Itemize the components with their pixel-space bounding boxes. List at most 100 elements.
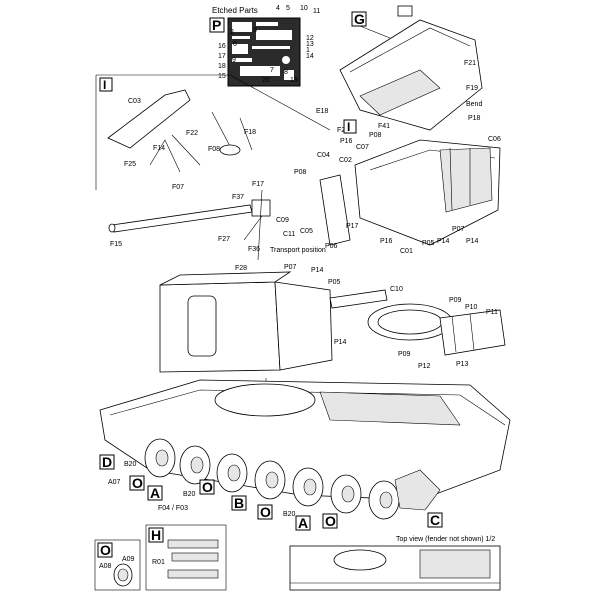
key-h-box bbox=[148, 527, 164, 543]
key-a: A bbox=[150, 485, 160, 501]
track-links bbox=[167, 539, 219, 549]
key-b-box bbox=[231, 495, 247, 511]
travel-lock bbox=[257, 189, 263, 261]
etched-number: 14 bbox=[306, 53, 314, 60]
key-b: B bbox=[234, 495, 244, 511]
key-i-box bbox=[343, 119, 357, 134]
part-label: B20 bbox=[124, 461, 137, 468]
key-a: A bbox=[298, 515, 308, 531]
part-label: C03 bbox=[128, 98, 141, 105]
etched-number: 13 bbox=[306, 41, 314, 48]
part-label: P09 bbox=[449, 297, 462, 304]
etched-number: 17 bbox=[218, 53, 226, 60]
etched-number: 2 bbox=[230, 29, 234, 36]
part-label: F08 bbox=[208, 146, 220, 153]
key-d-box bbox=[99, 454, 115, 470]
etched-piece bbox=[232, 58, 252, 62]
top-view-caption: Top view (fender not shown) 1/2 bbox=[396, 536, 495, 543]
key-o: O bbox=[325, 513, 336, 529]
key-c-box bbox=[427, 512, 443, 528]
key-d: D bbox=[102, 454, 112, 470]
part-label: C01 bbox=[400, 248, 413, 255]
part-label: P14 bbox=[437, 238, 450, 245]
part-label: P08 bbox=[294, 169, 307, 176]
transport-label: Transport position bbox=[270, 247, 326, 254]
etched-piece bbox=[256, 30, 292, 40]
part-label: F41 bbox=[378, 123, 390, 130]
key-i: I bbox=[103, 78, 106, 92]
part-label: P12 bbox=[418, 363, 431, 370]
part-label: A09 bbox=[122, 556, 135, 563]
part-label: R01 bbox=[152, 559, 165, 566]
hull-assembly bbox=[99, 379, 511, 520]
etched-number: 6 bbox=[233, 41, 237, 48]
key-o: O bbox=[260, 504, 271, 520]
rod bbox=[239, 117, 253, 151]
part-label: C09 bbox=[276, 217, 289, 224]
part-label: C10 bbox=[390, 286, 403, 293]
part-label: F25 bbox=[124, 161, 136, 168]
etched-piece bbox=[284, 70, 294, 80]
wheel-hub bbox=[265, 471, 279, 489]
engine-grille bbox=[319, 391, 461, 426]
key-i: I bbox=[347, 120, 350, 134]
part-label: C02 bbox=[339, 157, 352, 164]
track-links bbox=[167, 569, 219, 579]
inset-i: I C03 F25 F14 F22 F18 F08 F07 bbox=[95, 74, 331, 191]
drive-sprocket bbox=[394, 469, 441, 511]
strap bbox=[449, 147, 453, 211]
wheel-hub bbox=[155, 449, 169, 467]
inset-o: O A09 A08 bbox=[94, 539, 141, 591]
turret-gun bbox=[329, 289, 388, 309]
turret-top bbox=[159, 271, 292, 286]
part-label: P16 bbox=[340, 138, 353, 145]
etched-title: Etched Parts bbox=[212, 6, 258, 15]
part-label: P17 bbox=[346, 223, 359, 230]
grille bbox=[439, 147, 493, 213]
stowage-rack bbox=[107, 89, 191, 149]
part-label: F07 bbox=[172, 184, 184, 191]
road-wheels bbox=[144, 438, 400, 520]
etched-piece bbox=[256, 22, 278, 26]
strut bbox=[243, 215, 263, 241]
wheel-hub bbox=[303, 478, 317, 496]
grille-bar bbox=[469, 313, 475, 351]
inset-g: G F21 F19 F20 E18 F41 I bbox=[316, 5, 483, 134]
part-label: F36 bbox=[248, 246, 260, 253]
etched-number: 12 bbox=[306, 35, 314, 42]
part-label: F28 bbox=[235, 265, 247, 272]
support-leg bbox=[149, 139, 181, 173]
etched-number: 15 bbox=[218, 73, 226, 80]
key-g: G bbox=[354, 11, 365, 27]
part-label: P14 bbox=[311, 267, 324, 274]
inset-h: H R01 bbox=[145, 524, 227, 591]
gun-barrel bbox=[111, 204, 253, 233]
part-label: P05 bbox=[422, 240, 435, 247]
part-label: F15 bbox=[110, 241, 122, 248]
key-o: O bbox=[132, 475, 143, 491]
etched-number: 20 bbox=[262, 77, 270, 84]
etched-number: 5 bbox=[286, 5, 290, 12]
part-label: E18 bbox=[316, 108, 329, 115]
key-o-box bbox=[257, 504, 273, 520]
muzzle bbox=[108, 223, 116, 233]
turret-side bbox=[274, 281, 333, 371]
part-label: P14 bbox=[334, 339, 347, 346]
part-label: P08 bbox=[369, 132, 382, 139]
part-label: F21 bbox=[464, 60, 476, 67]
key-o-box bbox=[97, 542, 113, 558]
wheel-hub bbox=[341, 485, 355, 503]
etched-number: 10 bbox=[300, 5, 308, 12]
grille-bar bbox=[451, 315, 457, 353]
part-label: P09 bbox=[398, 351, 411, 358]
part-label: A07 bbox=[108, 479, 121, 486]
part-label: P13 bbox=[456, 361, 469, 368]
key-i-box bbox=[99, 77, 113, 92]
key-o-box bbox=[199, 479, 215, 495]
etched-number: 9 bbox=[232, 57, 236, 64]
part-label: F14 bbox=[153, 145, 165, 152]
part-label: F19 bbox=[466, 85, 478, 92]
part-label: C07 bbox=[356, 144, 369, 151]
